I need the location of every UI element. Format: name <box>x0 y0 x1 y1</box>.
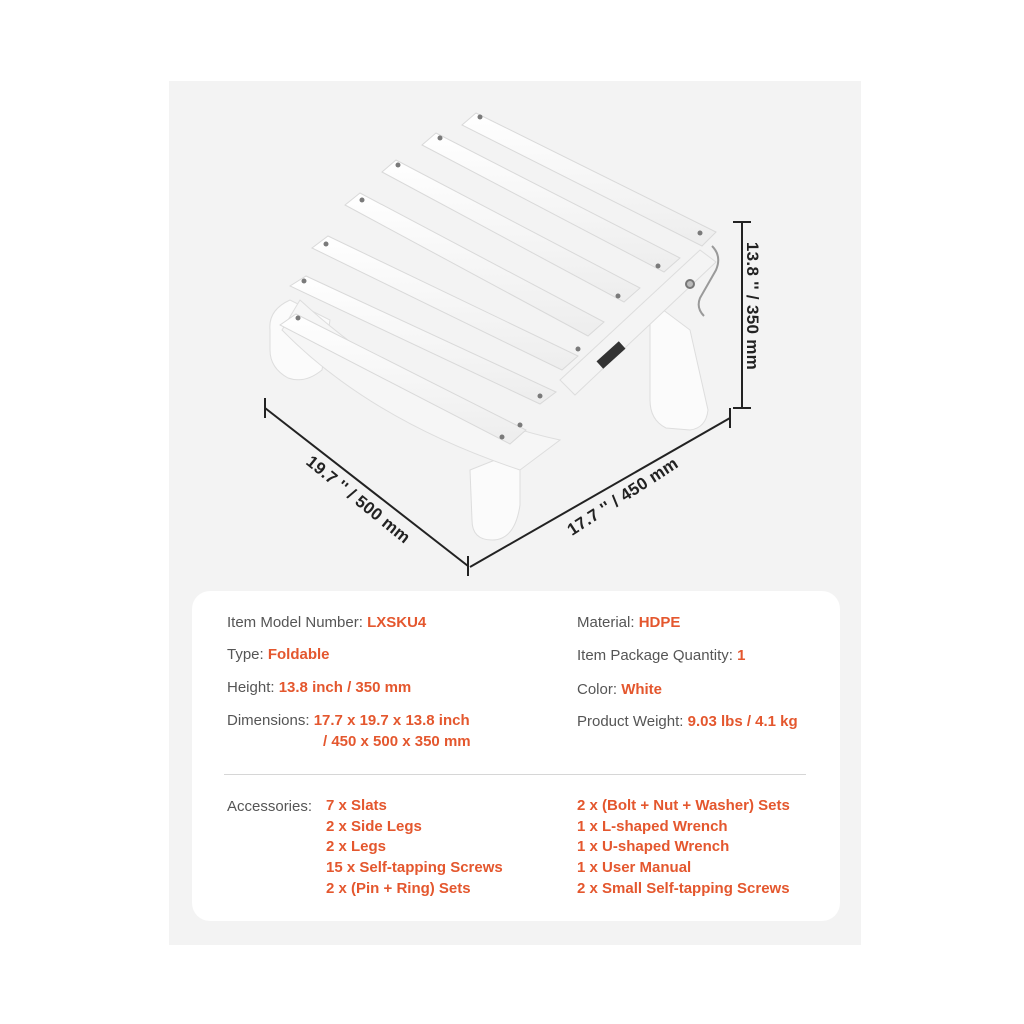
spec-card: Item Model Number: LXSKU4 Type: Foldable… <box>192 591 840 921</box>
spec-model-label: Item Model Number: <box>227 614 363 631</box>
accessory-item: 15 x Self-tapping Screws <box>326 859 503 877</box>
footrest-illustration <box>264 112 751 576</box>
accessory-item: 2 x (Pin + Ring) Sets <box>326 879 471 897</box>
accessories-list-right: 2 x (Bolt + Nut + Washer) Sets 1 x L-sha… <box>577 796 790 899</box>
accessories-label: Accessories: <box>227 798 313 815</box>
spec-height-label: Height: <box>227 679 275 696</box>
spec-type-value: Foldable <box>267 646 330 663</box>
accessory-item: 7 x Slats <box>326 797 387 814</box>
footrest-slats <box>279 112 717 445</box>
accessory-item: 1 x U-shaped Wrench <box>577 838 730 856</box>
accessory-item: 1 x User Manual <box>577 859 692 877</box>
spec-quantity-label: Item Package Quantity: <box>577 647 733 664</box>
spec-model-value: LXSKU4 <box>367 614 427 631</box>
spec-color: Color: White <box>577 679 662 700</box>
spec-dimensions-value: 17.7 x 19.7 x 13.8 inch <box>313 712 470 729</box>
spec-color-label: Color: <box>577 681 618 698</box>
spec-weight-value: 9.03 lbs / 4.1 kg <box>687 713 798 730</box>
spec-type: Type: Foldable <box>227 644 330 665</box>
accessory-item: 2 x (Bolt + Nut + Washer) Sets <box>577 797 790 814</box>
spec-weight-label: Product Weight: <box>577 713 684 730</box>
spec-quantity: Item Package Quantity: 1 <box>577 645 745 666</box>
spec-material-value: HDPE <box>638 614 681 631</box>
spec-weight: Product Weight: 9.03 lbs / 4.1 kg <box>577 711 798 732</box>
spec-dimensions-metric: / 450 x 500 x 350 mm <box>323 731 471 752</box>
spec-quantity-value: 1 <box>737 647 746 664</box>
spec-material: Material: HDPE <box>577 612 680 633</box>
accessories-heading: Accessories: <box>227 796 312 817</box>
accessories-list-left: 7 x Slats 2 x Side Legs 2 x Legs 15 x Se… <box>326 796 503 899</box>
spec-dimensions: Dimensions: 17.7 x 19.7 x 13.8 inch <box>227 710 470 731</box>
spec-dimensions-label: Dimensions: <box>227 712 310 729</box>
spec-color-value: White <box>621 681 663 698</box>
spec-height: Height: 13.8 inch / 350 mm <box>227 677 411 698</box>
dimension-lines <box>264 221 751 576</box>
accessory-item: 1 x L-shaped Wrench <box>577 817 728 835</box>
screw-heads <box>295 114 703 440</box>
pin-chain-icon <box>685 245 720 317</box>
spec-type-label: Type: <box>227 646 264 663</box>
brand-label <box>596 341 626 369</box>
spec-model: Item Model Number: LXSKU4 <box>227 612 426 633</box>
accessory-item: 2 x Legs <box>326 838 387 856</box>
spec-dimensions-value-metric: / 450 x 500 x 350 mm <box>323 733 471 750</box>
spec-divider <box>224 774 806 775</box>
spec-height-value: 13.8 inch / 350 mm <box>278 679 412 696</box>
height-dimension-label: 13.8 '' / 350 mm <box>743 241 762 371</box>
spec-material-label: Material: <box>577 614 635 631</box>
accessory-item: 2 x Small Self-tapping Screws <box>577 879 790 897</box>
accessory-item: 2 x Side Legs <box>326 817 422 835</box>
